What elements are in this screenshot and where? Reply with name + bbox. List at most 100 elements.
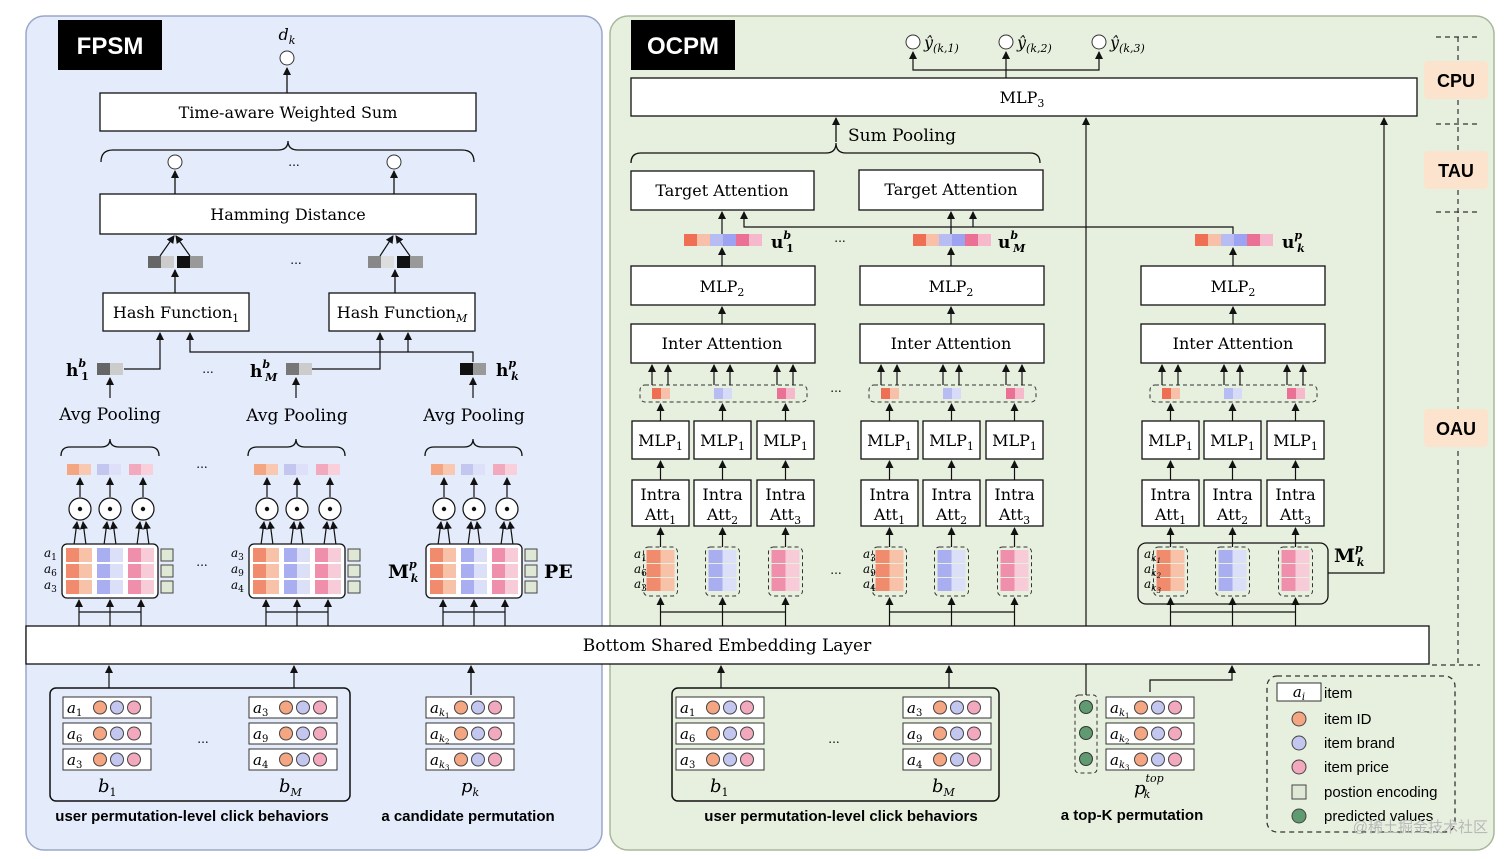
item-row: ak3 — [425, 748, 515, 772]
avg-pooling-label: Avg Pooling — [58, 405, 161, 425]
feature-column — [1278, 546, 1313, 597]
ellipsis: ... — [828, 732, 839, 746]
time-aware-weighted-sum: Time-aware Weighted Sum — [99, 92, 477, 132]
ocpm-title: OCPM — [631, 20, 735, 70]
hash-code — [368, 256, 423, 268]
user-behaviors-caption: user permutation-level click behaviors — [704, 808, 977, 825]
svg-text:ai: ai — [1293, 683, 1305, 703]
svg-text:hpk: hpk — [496, 357, 519, 383]
pooled-vector — [254, 464, 342, 546]
ellipsis: ... — [202, 362, 213, 376]
item-row: a3 — [902, 696, 992, 719]
svg-text:Intra: Intra — [1212, 485, 1253, 504]
svg-text:MLP1: MLP1 — [638, 431, 683, 453]
legend-position-encoding: postion encoding — [1324, 784, 1437, 801]
hash-code — [148, 256, 203, 268]
ellipsis: ... — [196, 555, 207, 569]
item-row: a6 — [62, 722, 152, 745]
svg-text:Intra: Intra — [640, 485, 681, 504]
hamming-distance: Hamming Distance — [99, 193, 477, 235]
stage-cpu: CPU — [1424, 61, 1488, 99]
svg-text:Hash Function1: Hash Function1 — [113, 303, 239, 325]
svg-text:OAU: OAU — [1436, 419, 1476, 439]
avg-pooling-label: Avg Pooling — [422, 406, 525, 426]
mlp2: MLP2 — [859, 265, 1045, 306]
svg-text:MLP1: MLP1 — [867, 431, 912, 453]
fpsm-output: dk — [279, 25, 296, 66]
svg-text:Att1: Att1 — [873, 505, 905, 527]
feature-column — [1215, 546, 1250, 597]
legend-item-price: item price — [1324, 759, 1389, 776]
inter-attention: Inter Attention — [859, 323, 1045, 364]
svg-text:FPSM: FPSM — [77, 33, 144, 60]
item-row: ak1 — [425, 696, 515, 720]
p-k-label: pk — [461, 776, 480, 799]
user-interest-vector — [913, 234, 991, 246]
candidate-permutation-caption: a candidate permutation — [381, 808, 554, 825]
feature-column — [934, 546, 969, 597]
item-row: ak2 — [425, 722, 515, 746]
ellipsis: ... — [830, 563, 841, 577]
svg-text:MLP2: MLP2 — [700, 277, 745, 299]
bottom-shared-embedding-layer: Bottom Shared Embedding Layer — [25, 625, 1430, 665]
item-row: a1 — [675, 696, 765, 719]
mlp1: MLP1 — [693, 420, 752, 460]
svg-text:MLP1: MLP1 — [1210, 431, 1255, 453]
item-row: a9 — [902, 722, 992, 745]
dot-product-node — [68, 497, 92, 521]
svg-text:ŷ(k,3): ŷ(k,3) — [1109, 33, 1145, 55]
svg-text:Mpk: Mpk — [388, 558, 419, 585]
pooled-vector — [431, 464, 519, 546]
mlp1: MLP1 — [1203, 420, 1262, 460]
inter-attention: Inter Attention — [630, 323, 816, 364]
svg-text:Inter Attention: Inter Attention — [662, 334, 783, 353]
svg-text:Intra: Intra — [931, 485, 972, 504]
svg-text:hb1: hb1 — [66, 357, 89, 383]
b-1-label: b1 — [710, 776, 729, 799]
svg-text:ubM: ubM — [998, 229, 1026, 255]
avg-pooling-label: Avg Pooling — [245, 406, 348, 426]
svg-text:MLP2: MLP2 — [929, 277, 974, 299]
topk-permutation-caption: a top-K permutation — [1061, 807, 1204, 824]
svg-text:MLP1: MLP1 — [1273, 431, 1318, 453]
svg-text:Att1: Att1 — [644, 505, 676, 527]
svg-text:Hash FunctionM: Hash FunctionM — [337, 303, 468, 325]
svg-text:Intra: Intra — [994, 485, 1035, 504]
svg-text:Att3: Att3 — [998, 505, 1030, 527]
hash-function-1: Hash Function1 — [102, 292, 250, 332]
mlp1: MLP1 — [860, 420, 919, 460]
svg-text:Inter Attention: Inter Attention — [1173, 334, 1294, 353]
sum-pooling-label: Sum Pooling — [848, 126, 956, 146]
dot-product-node — [98, 497, 122, 521]
svg-text:Att3: Att3 — [769, 505, 801, 527]
svg-text:upk: upk — [1282, 229, 1305, 255]
svg-text:Intra: Intra — [1150, 485, 1191, 504]
mlp2: MLP2 — [630, 265, 816, 306]
fpsm-sum-brace — [100, 140, 475, 163]
ellipsis: ... — [830, 381, 841, 395]
mlp1: MLP1 — [1266, 420, 1325, 460]
svg-text:Att3: Att3 — [1279, 505, 1311, 527]
attention-output-vectors — [1149, 384, 1318, 403]
svg-text:MLP1: MLP1 — [763, 431, 808, 453]
feature-column — [997, 546, 1032, 597]
ellipsis: ... — [290, 253, 301, 267]
svg-text:MLP1: MLP1 — [929, 431, 974, 453]
fpsm-title: FPSM — [58, 20, 162, 70]
legend-item-brand: item brand — [1324, 735, 1395, 752]
distance-node — [167, 154, 183, 170]
